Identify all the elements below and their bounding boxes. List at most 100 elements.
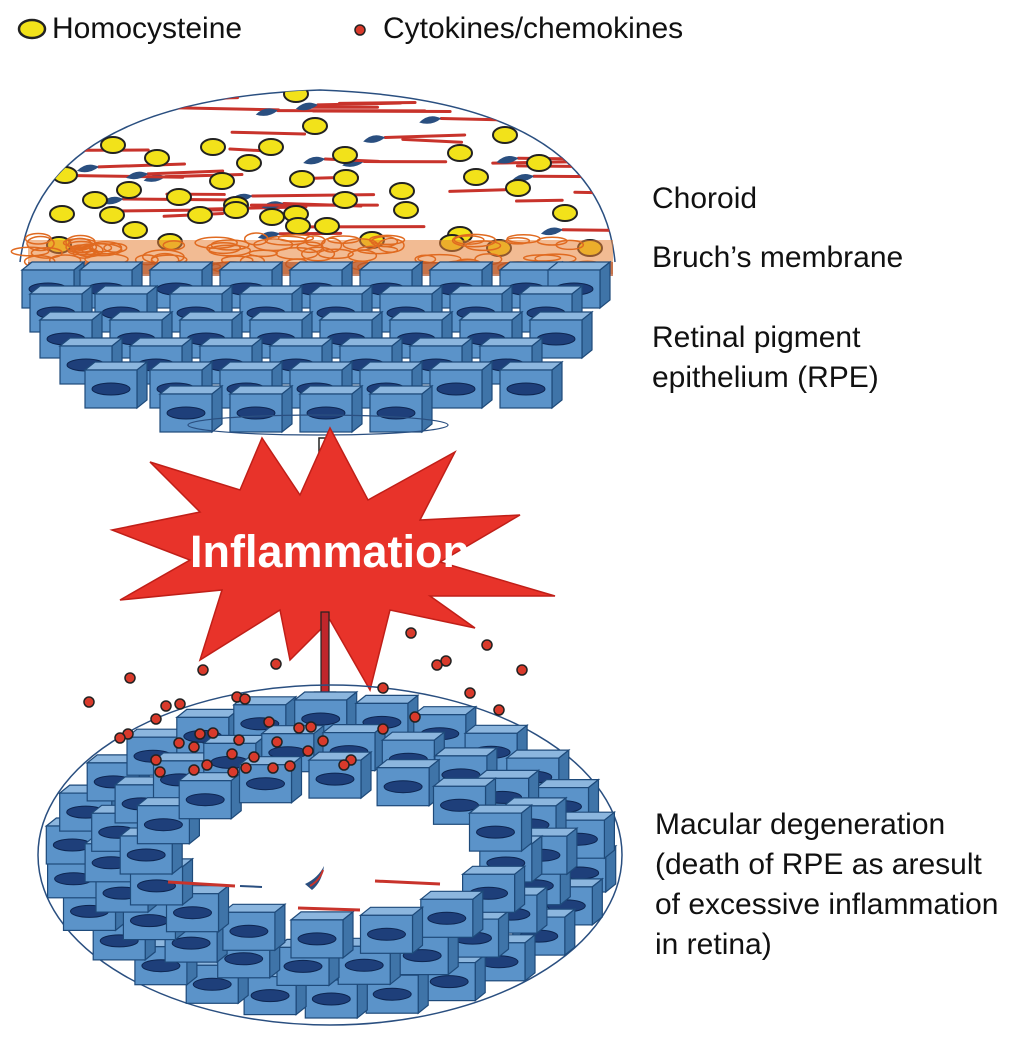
homocysteine-molecule — [166, 188, 192, 206]
homocysteine-molecule — [463, 168, 489, 186]
homocysteine-molecule — [505, 179, 531, 197]
bruchs-fiber — [370, 235, 399, 248]
bruchs-fiber — [453, 235, 485, 245]
homocysteine-dots — [46, 90, 603, 257]
label-rpe-line1: Retinal pigment — [652, 321, 861, 354]
homocysteine-molecule — [447, 144, 473, 162]
homocysteine-molecule — [333, 169, 359, 187]
cytokine-molecule — [493, 704, 505, 716]
cytokine-molecule — [188, 764, 200, 776]
homocysteine-dot-icon — [17, 18, 47, 40]
cytokine-molecule — [377, 682, 389, 694]
bruchs-fiber — [522, 254, 562, 262]
bruchs-fiber — [162, 240, 186, 251]
bruchs-fiber — [253, 238, 294, 252]
bruchs-fiber — [65, 234, 96, 250]
rpe-cell — [429, 361, 493, 409]
capillary-streak — [532, 174, 615, 179]
cytokine-molecule — [239, 693, 251, 705]
capillary-tip — [303, 156, 326, 165]
bruchs-fiber — [277, 233, 315, 243]
homocysteine-molecule — [258, 138, 284, 156]
homocysteine-molecule — [52, 166, 78, 184]
cytokine-molecule — [174, 698, 186, 710]
label-macular-line2: (death of RPE as aresult — [655, 848, 982, 881]
cytokine-molecule — [154, 766, 166, 778]
bruchs-fiber — [194, 236, 238, 250]
cytokine-molecule — [263, 716, 275, 728]
capillary-streak — [573, 190, 615, 195]
capillary-streak — [83, 106, 147, 112]
cytokine-molecule — [317, 735, 329, 747]
capillary-streak — [97, 162, 186, 169]
bruchs-fiber — [72, 246, 95, 259]
capillary-tip — [257, 231, 280, 240]
bruchs-fiber — [320, 237, 343, 253]
bruchs-fiber — [555, 239, 585, 251]
rpe-cell — [290, 911, 354, 959]
rpe-cell — [359, 906, 424, 954]
cytokine-dots — [83, 627, 528, 778]
homocysteine-molecule — [302, 117, 328, 135]
homocysteine-molecule — [116, 181, 142, 199]
rpe-cell — [468, 804, 533, 852]
cytokine-dot-icon — [354, 24, 366, 36]
homocysteine-molecule — [100, 136, 126, 154]
cytokine-molecule — [377, 723, 389, 735]
label-choroid: Choroid — [652, 182, 758, 215]
cytokine-molecule — [284, 760, 296, 772]
homocysteine-molecule — [389, 182, 415, 200]
homocysteine-molecule — [99, 206, 125, 224]
bruchs-fiber — [317, 248, 354, 260]
bruchs-fiber — [300, 246, 336, 262]
homocysteine-molecule — [285, 217, 311, 235]
legend-homocysteine-label: Homocysteine — [52, 12, 243, 45]
cytokine-molecule — [270, 658, 282, 670]
cytokine-molecule — [188, 741, 200, 753]
rpe-cell — [369, 385, 433, 433]
homocysteine-molecule — [200, 138, 226, 156]
capillary-tip — [66, 104, 89, 113]
capillary-tip — [363, 135, 386, 143]
cytokine-molecule — [302, 745, 314, 757]
capillary-streak — [87, 105, 176, 110]
rpe-cell — [308, 751, 372, 799]
capillaries — [42, 96, 615, 240]
bruchs-fiber — [206, 242, 241, 255]
homocysteine-molecule — [223, 201, 249, 219]
bruchs-fiber — [368, 234, 406, 246]
rpe-cell — [222, 903, 286, 951]
bruchs-fiber — [26, 235, 55, 252]
homocysteine-molecule — [144, 149, 170, 167]
cytokine-molecule — [173, 737, 185, 749]
homocysteine-molecule — [122, 221, 148, 239]
cytokine-molecule — [271, 736, 283, 748]
capillary-tip — [540, 227, 563, 236]
cytokine-molecule — [440, 655, 452, 667]
homocysteine-molecule — [332, 191, 358, 209]
homocysteine-molecule — [393, 201, 419, 219]
capillary-streak — [515, 198, 564, 203]
homocysteine-molecule — [332, 146, 358, 164]
bruchs-fiber — [88, 240, 123, 255]
rpe-cell — [178, 772, 242, 820]
capillary-streak — [573, 162, 615, 166]
cytokine-molecule — [233, 734, 245, 746]
inflammation-label: Inflammation — [190, 526, 470, 577]
rpe-cell — [84, 361, 148, 409]
homocysteine-molecule — [259, 208, 285, 226]
homocysteine-molecule — [209, 172, 235, 190]
label-macular-line4: in retina) — [655, 928, 772, 961]
cytokine-molecule — [194, 728, 206, 740]
capillary-tip — [255, 108, 278, 116]
label-bruchs-membrane: Bruch’s membrane — [652, 241, 904, 274]
homocysteine-molecule — [289, 170, 315, 188]
cytokine-molecule — [481, 639, 493, 651]
cytokine-molecule — [197, 664, 209, 676]
label-macular-line3: of excessive inflammation — [655, 888, 999, 921]
homocysteine-molecule — [552, 204, 578, 222]
capillary-tip — [76, 164, 99, 173]
cytokine-molecule — [207, 727, 219, 739]
capillary-streak — [448, 188, 507, 193]
cytokine-molecule — [409, 711, 421, 723]
